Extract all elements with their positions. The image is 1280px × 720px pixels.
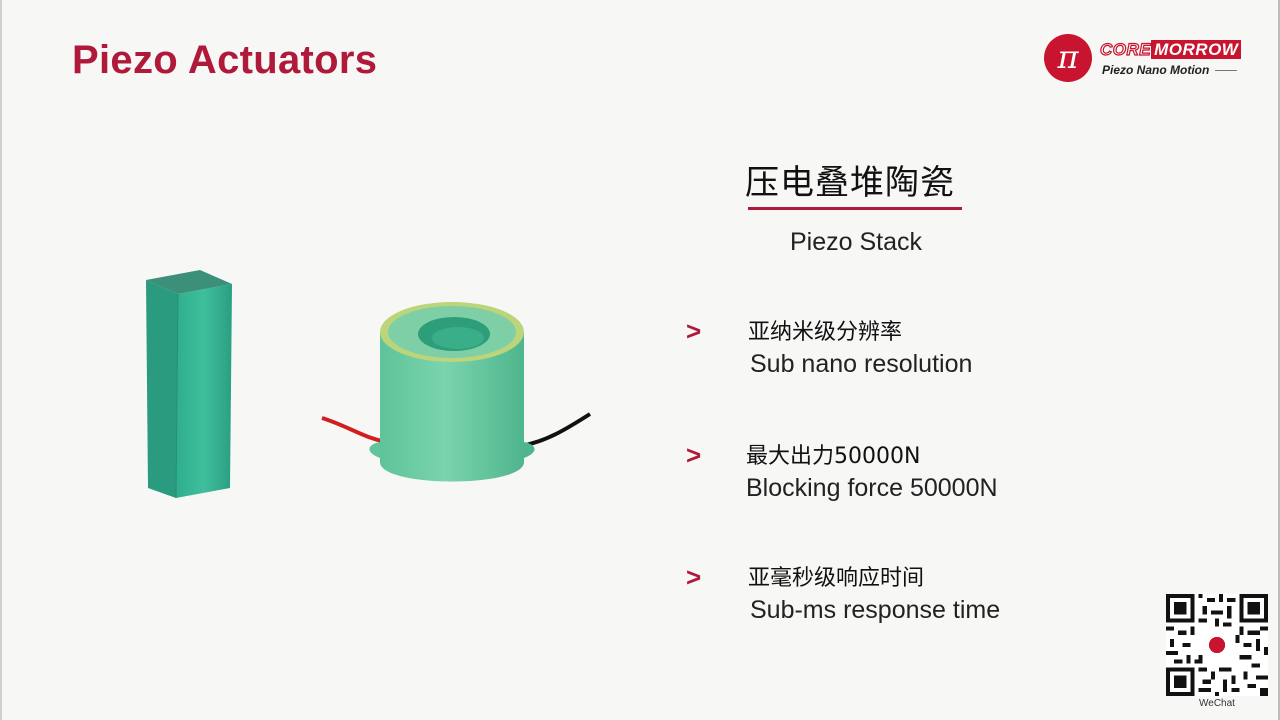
bullet-arrow-icon: > [686, 316, 702, 346]
feature-cn: 亚纳米级分辨率 [748, 320, 903, 345]
logo-brand-part2: MORROW [1151, 40, 1242, 59]
slide-left-border [0, 0, 2, 720]
qr-label: WeChat [1199, 698, 1235, 709]
feature-en: Sub-ms response time [750, 596, 1001, 624]
product-name-cn: 压电叠堆陶瓷 [745, 163, 955, 203]
feature-en: Blocking force 50000N [746, 474, 998, 502]
wechat-qr-code [1166, 594, 1268, 696]
feature-en: Sub nano resolution [750, 350, 973, 378]
slide-title: Piezo Actuators [72, 38, 378, 82]
piezo-ring-actuator-image [321, 302, 592, 482]
piezo-stack-bar-image [146, 270, 232, 499]
slide-right-border [1278, 0, 1280, 720]
logo-tagline: Piezo Nano Motion [1102, 63, 1237, 77]
feature-cn: 最大出力50000N [746, 444, 921, 469]
logo-brand-part1: CORE [1099, 39, 1152, 59]
heading-underline [748, 207, 962, 210]
pi-logo-icon: π [1044, 34, 1092, 82]
bullet-arrow-icon: > [686, 440, 702, 470]
feature-cn: 亚毫秒级响应时间 [748, 566, 925, 591]
bullet-arrow-icon: > [686, 562, 702, 592]
product-name-en: Piezo Stack [790, 228, 923, 256]
